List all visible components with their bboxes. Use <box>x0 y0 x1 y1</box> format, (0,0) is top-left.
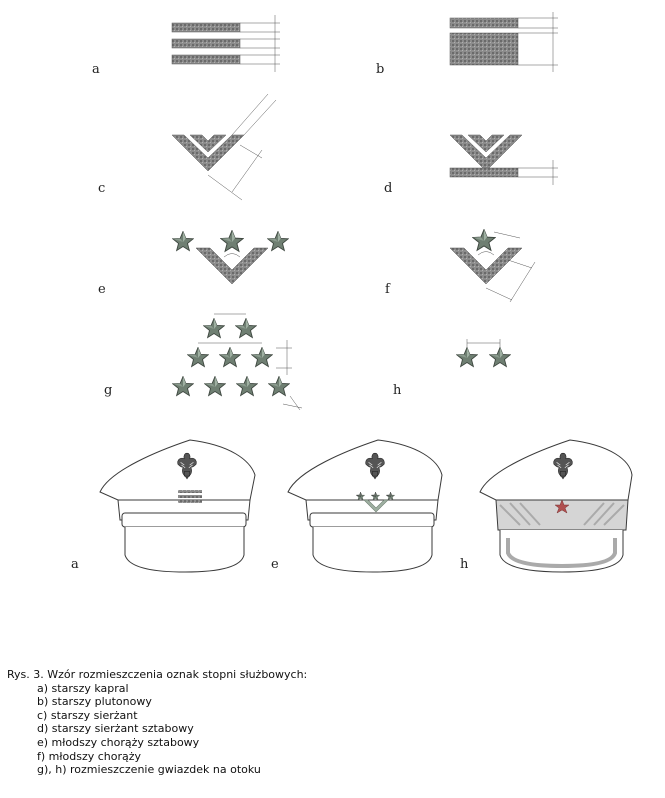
insignia-d-chevron-bar <box>449 134 558 185</box>
star-icon <box>204 376 226 397</box>
insignia-b-bars <box>449 12 558 72</box>
insignia-f-chevron-star <box>449 229 536 303</box>
star-icon <box>251 347 273 368</box>
star-icon <box>472 229 496 251</box>
insignia-e-chevron-stars <box>172 230 289 285</box>
caption-item: d) starszy sierżant sztabowy <box>37 722 194 736</box>
insignia-drawing <box>99 12 633 573</box>
cap-a <box>99 439 256 573</box>
insignia-h-two-stars <box>456 339 511 368</box>
cap-h <box>479 439 633 573</box>
star-icon <box>235 318 257 339</box>
caption-list: a) starszy kapral b) starszy plutonowy c… <box>7 682 657 777</box>
caption-title: Rys. 3. Wzór rozmieszczenia oznak stopni… <box>7 668 308 681</box>
panel-label-h: h <box>393 383 402 398</box>
insignia-figure: a b c d e f g h a e h <box>71 12 633 573</box>
cap-e <box>287 439 443 573</box>
red-star-icon <box>554 499 570 514</box>
caption-item: g), h) rozmieszczenie gwiazdek na otoku <box>37 763 261 777</box>
insignia-g-star-layout <box>172 313 303 411</box>
insignia-c-chevron <box>171 93 277 201</box>
star-icon <box>187 347 209 368</box>
panel-label-d: d <box>384 181 393 196</box>
cap-label-a: a <box>71 557 79 572</box>
panel-label-e: e <box>98 282 106 297</box>
star-icon <box>489 347 511 368</box>
panel-label-c: c <box>98 181 106 196</box>
star-icon <box>220 230 244 252</box>
star-icon <box>236 376 258 397</box>
star-icon <box>267 231 289 252</box>
star-icon <box>203 318 225 339</box>
cap-label-e: e <box>271 557 279 572</box>
cap-label-h: h <box>460 557 469 572</box>
star-icon <box>172 231 194 252</box>
caption-item: f) młodszy chorąży <box>37 749 142 763</box>
panel-label-a: a <box>92 62 100 77</box>
panel-label-f: f <box>385 282 390 297</box>
panel-label-b: b <box>376 62 385 77</box>
caption-item: c) starszy sierżant <box>37 708 138 722</box>
caption-item: e) młodszy chorąży sztabowy <box>37 735 200 749</box>
insignia-a-three-bars <box>171 15 280 72</box>
star-icon <box>268 376 290 397</box>
panel-label-g: g <box>104 383 113 398</box>
figure-caption: Rys. 3. Wzór rozmieszczenia oznak stopni… <box>7 668 657 777</box>
caption-item: a) starszy kapral <box>37 681 129 695</box>
caption-item: b) starszy plutonowy <box>37 695 152 709</box>
star-icon <box>456 347 478 368</box>
star-icon <box>172 376 194 397</box>
star-icon <box>219 347 241 368</box>
